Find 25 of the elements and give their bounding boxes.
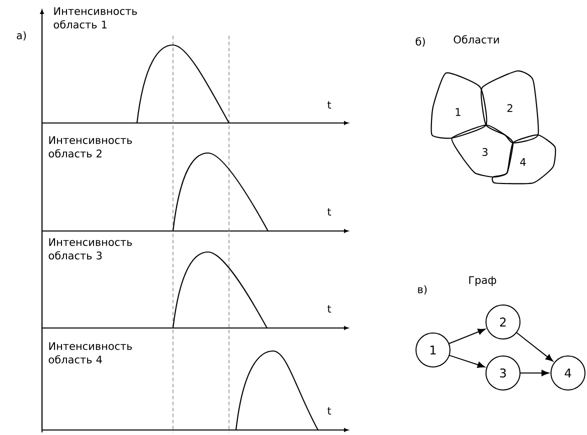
map-region: 1 <box>430 72 488 139</box>
panel-title: Области <box>454 35 499 44</box>
arrow <box>448 328 486 344</box>
axis-label: Интенсивность область 3 <box>48 238 132 260</box>
axis-label: t <box>327 305 332 313</box>
axis-label: Интенсивность область 2 <box>48 136 132 158</box>
panel-title: Граф <box>469 276 496 286</box>
arrow <box>516 332 554 362</box>
panel-letter: а) <box>16 31 26 41</box>
graph-vertex: 4 <box>550 356 586 390</box>
axis-label: Интенсивность область 4 <box>48 342 132 364</box>
panel-letter: б) <box>416 37 425 47</box>
graph-vertex: 3 <box>486 356 520 390</box>
axis-label: t <box>327 208 332 216</box>
map-region: 2 <box>480 70 539 144</box>
axis-label: t <box>327 407 332 415</box>
map-region: 3 <box>451 124 514 178</box>
axis-label: t <box>327 101 332 109</box>
graph-vertex: 2 <box>486 304 520 340</box>
axis-label: Интенсивность область 1 <box>54 7 137 28</box>
arrow <box>449 354 485 368</box>
panel-letter: в) <box>418 285 427 295</box>
graph-vertex: 1 <box>416 332 450 368</box>
map-region: 4 <box>492 134 556 184</box>
arrow <box>520 370 549 376</box>
